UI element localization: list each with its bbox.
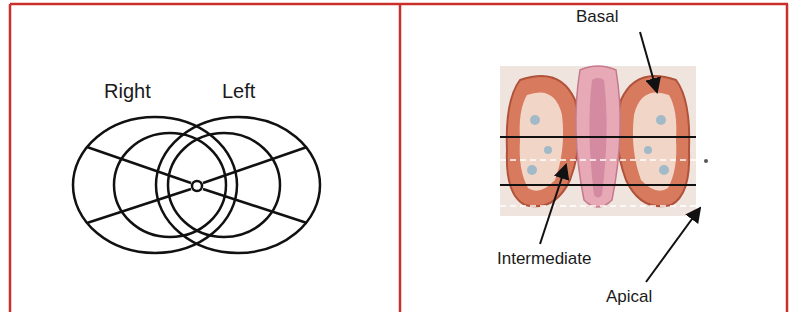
prostate-illustration xyxy=(500,66,708,216)
leader-line xyxy=(540,32,700,282)
zone-label: Intermediate xyxy=(497,250,592,269)
side-label: Right xyxy=(104,80,151,102)
side-label: Left xyxy=(222,80,255,102)
zone-label: Basal xyxy=(576,8,619,27)
panel-frame xyxy=(10,4,788,312)
zone-label: Apical xyxy=(606,288,652,307)
sector-map xyxy=(73,117,320,253)
